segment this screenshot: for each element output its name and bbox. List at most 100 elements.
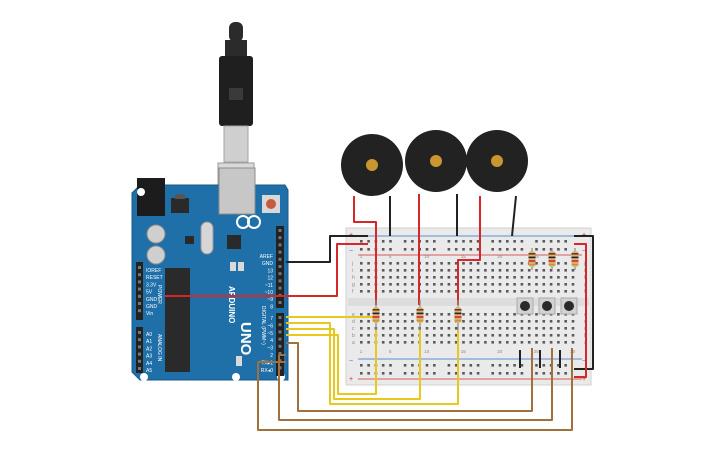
breadboard-hole[interactable] — [381, 290, 385, 293]
breadboard-hole[interactable] — [447, 240, 451, 243]
breadboard-hole[interactable] — [403, 334, 407, 337]
breadboard-hole[interactable] — [469, 262, 473, 265]
breadboard-hole[interactable] — [513, 372, 516, 375]
breadboard-hole[interactable] — [425, 364, 429, 367]
breadboard-hole[interactable] — [520, 372, 524, 375]
breadboard-hole[interactable] — [549, 341, 553, 344]
breadboard-hole[interactable] — [498, 313, 502, 316]
breadboard-hole[interactable] — [527, 320, 531, 323]
breadboard-hole[interactable] — [513, 240, 516, 243]
breadboard-hole[interactable] — [425, 320, 429, 323]
breadboard-hole[interactable] — [564, 262, 567, 265]
breadboard-hole[interactable] — [476, 283, 480, 286]
breadboard-hole[interactable] — [527, 269, 531, 272]
breadboard-hole[interactable] — [491, 327, 494, 330]
breadboard-hole[interactable] — [411, 313, 414, 316]
breadboard-hole[interactable] — [542, 276, 546, 279]
breadboard-hole[interactable] — [389, 341, 392, 344]
breadboard-hole[interactable] — [571, 334, 575, 337]
breadboard-hole[interactable] — [454, 327, 458, 330]
breadboard-hole[interactable] — [520, 240, 524, 243]
breadboard-hole[interactable] — [535, 276, 538, 279]
breadboard-hole[interactable] — [411, 262, 414, 265]
breadboard-hole[interactable] — [433, 262, 436, 265]
breadboard-hole[interactable] — [498, 276, 502, 279]
breadboard-hole[interactable] — [520, 283, 524, 286]
header-pin[interactable] — [278, 257, 282, 261]
header-pin[interactable] — [278, 243, 282, 247]
breadboard-hole[interactable] — [506, 372, 509, 375]
breadboard-hole[interactable] — [513, 341, 516, 344]
breadboard-hole[interactable] — [513, 327, 516, 330]
breadboard-hole[interactable] — [433, 248, 436, 251]
breadboard-hole[interactable] — [454, 341, 458, 344]
breadboard-hole[interactable] — [389, 313, 392, 316]
breadboard-hole[interactable] — [484, 276, 487, 279]
breadboard-hole[interactable] — [403, 372, 407, 375]
breadboard-hole[interactable] — [381, 364, 385, 367]
breadboard-hole[interactable] — [447, 320, 451, 323]
breadboard-hole[interactable] — [389, 364, 392, 367]
breadboard-hole[interactable] — [403, 283, 407, 286]
breadboard-hole[interactable] — [433, 269, 436, 272]
breadboard-hole[interactable] — [557, 372, 560, 375]
header-pin[interactable] — [278, 272, 282, 276]
breadboard-hole[interactable] — [484, 334, 487, 337]
breadboard-hole[interactable] — [571, 290, 575, 293]
breadboard-hole[interactable] — [498, 372, 502, 375]
breadboard-hole[interactable] — [447, 283, 451, 286]
breadboard-hole[interactable] — [381, 341, 385, 344]
breadboard-hole[interactable] — [433, 341, 436, 344]
breadboard-hole[interactable] — [403, 269, 407, 272]
breadboard-hole[interactable] — [462, 269, 465, 272]
breadboard-hole[interactable] — [564, 364, 567, 367]
breadboard-hole[interactable] — [396, 269, 400, 272]
breadboard-hole[interactable] — [469, 364, 473, 367]
breadboard-hole[interactable] — [571, 320, 575, 323]
breadboard-hole[interactable] — [425, 334, 429, 337]
breadboard-hole[interactable] — [506, 341, 509, 344]
header-pin[interactable] — [138, 367, 141, 370]
breadboard-hole[interactable] — [476, 240, 480, 243]
breadboard-hole[interactable] — [513, 269, 516, 272]
breadboard-hole[interactable] — [433, 276, 436, 279]
breadboard-hole[interactable] — [433, 313, 436, 316]
breadboard-hole[interactable] — [403, 240, 407, 243]
breadboard-hole[interactable] — [411, 372, 414, 375]
breadboard-hole[interactable] — [542, 269, 546, 272]
breadboard-hole[interactable] — [396, 313, 400, 316]
breadboard-hole[interactable] — [557, 283, 560, 286]
breadboard-hole[interactable] — [506, 320, 509, 323]
breadboard-hole[interactable] — [476, 372, 480, 375]
breadboard-hole[interactable] — [389, 320, 392, 323]
breadboard-hole[interactable] — [440, 269, 443, 272]
breadboard-hole[interactable] — [454, 276, 458, 279]
breadboard-hole[interactable] — [513, 262, 516, 265]
breadboard-hole[interactable] — [564, 290, 567, 293]
breadboard-hole[interactable] — [520, 334, 524, 337]
breadboard-hole[interactable] — [462, 276, 465, 279]
breadboard-hole[interactable] — [462, 320, 465, 323]
pushbutton-3[interactable] — [560, 297, 578, 315]
breadboard-hole[interactable] — [440, 262, 443, 265]
breadboard-hole[interactable] — [367, 320, 370, 323]
header-pin[interactable] — [278, 301, 282, 304]
breadboard-hole[interactable] — [506, 276, 509, 279]
breadboard-hole[interactable] — [425, 248, 429, 251]
breadboard-hole[interactable] — [557, 290, 560, 293]
breadboard-hole[interactable] — [557, 334, 560, 337]
breadboard-hole[interactable] — [381, 320, 385, 323]
breadboard-hole[interactable] — [411, 327, 414, 330]
breadboard-hole[interactable] — [403, 290, 407, 293]
breadboard-hole[interactable] — [367, 248, 370, 251]
breadboard-hole[interactable] — [513, 364, 516, 367]
breadboard-hole[interactable] — [360, 240, 363, 243]
breadboard-hole[interactable] — [549, 269, 553, 272]
breadboard-hole[interactable] — [498, 290, 502, 293]
breadboard-hole[interactable] — [491, 283, 494, 286]
breadboard-hole[interactable] — [360, 290, 363, 293]
breadboard-hole[interactable] — [360, 327, 363, 330]
breadboard-hole[interactable] — [367, 334, 370, 337]
breadboard-hole[interactable] — [403, 327, 407, 330]
header-pin[interactable] — [138, 309, 141, 313]
